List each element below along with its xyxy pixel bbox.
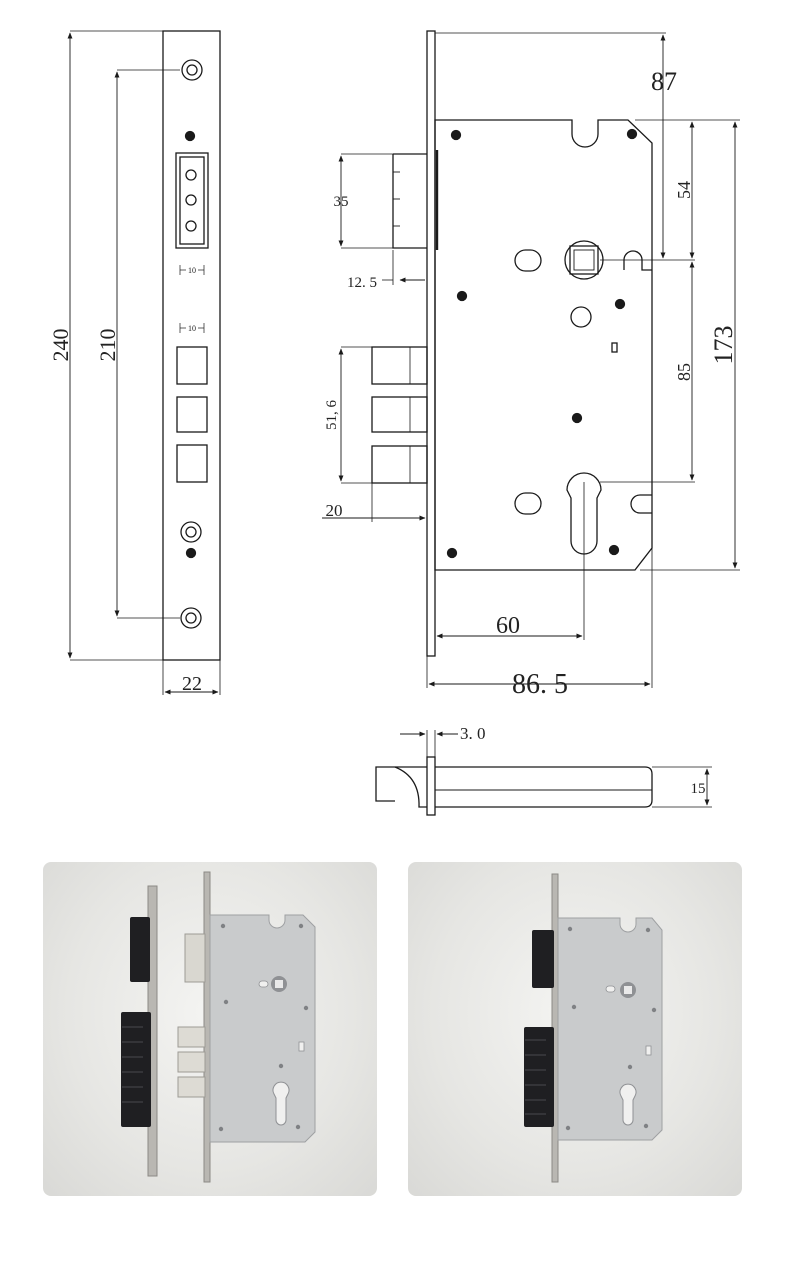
technical-drawing: 240 210 22 10 10 35 12. 5 51, 6 20 87 54…	[48, 30, 740, 816]
dim-label-10-top: 10	[188, 266, 196, 275]
latch-hole-2	[185, 194, 197, 206]
latch-top	[375, 766, 427, 802]
dim-label-22: 22	[182, 673, 202, 695]
cylinder-cutout	[566, 472, 602, 555]
product-photo-exploded	[43, 862, 377, 1196]
deadbolt-cutout-2	[176, 396, 208, 433]
case-screw-icon	[614, 298, 626, 310]
small-screw-top-icon	[184, 130, 196, 142]
spindle-square	[569, 245, 599, 275]
lock-photo-assembled	[524, 873, 663, 1183]
case-screw-icon	[456, 290, 468, 302]
spindle-hub	[564, 240, 604, 280]
dim-label-3-0: 3. 0	[460, 724, 486, 743]
latch-cutout-inner	[179, 156, 205, 245]
dim-label-10-bottom: 10	[188, 324, 196, 333]
faceplate-side	[426, 30, 436, 657]
faceplate-outline	[162, 30, 221, 661]
case-top	[435, 766, 653, 808]
dim-label-85: 85	[674, 363, 694, 381]
faceplate-view	[67, 30, 221, 695]
slot-upper-right	[623, 250, 652, 271]
deadbolt-cutout-3	[176, 444, 208, 483]
dim-label-51-6: 51, 6	[324, 400, 340, 431]
small-screw-bottom-icon	[185, 547, 197, 559]
case-screw-icon	[571, 412, 583, 424]
dim-label-15: 15	[691, 781, 706, 797]
screw-hole-bottom-inner	[185, 612, 197, 624]
faceplate-top	[426, 756, 436, 816]
case-screw-icon	[626, 128, 638, 140]
screw-hole-mid-inner	[185, 526, 197, 538]
lock-top-view	[375, 730, 712, 816]
dim-label-173: 173	[709, 326, 738, 365]
screw-hole-bottom	[180, 607, 202, 629]
dim-label-35: 35	[334, 194, 349, 210]
dim-label-240: 240	[48, 329, 73, 362]
case-outline	[434, 119, 653, 571]
deadbolt-1	[371, 346, 428, 385]
latch-cutout	[175, 152, 209, 249]
deadbolt-cutout-1	[176, 346, 208, 385]
dim-label-54: 54	[674, 181, 694, 199]
slot-upper-left	[514, 249, 542, 272]
dim-label-210: 210	[95, 329, 120, 362]
screw-hole-top	[181, 59, 203, 81]
deadbolt-3	[371, 445, 428, 484]
dim-label-87: 87	[651, 67, 677, 96]
latch-bolt	[392, 153, 427, 249]
screw-hole-mid	[180, 521, 202, 543]
hole-center	[570, 306, 592, 328]
slot-lower-right	[630, 494, 652, 514]
case-screw-icon	[446, 547, 458, 559]
case-screw-icon	[450, 129, 462, 141]
slot-lower-left	[514, 492, 542, 515]
deadbolt-2	[371, 396, 428, 433]
latch-hole-3	[185, 220, 197, 232]
dim-label-60: 60	[496, 613, 520, 639]
small-slot	[611, 342, 618, 353]
dim-label-20: 20	[326, 501, 343, 520]
dim-label-86-5: 86. 5	[512, 669, 568, 700]
lock-body-view	[322, 30, 740, 688]
dim-label-12-5: 12. 5	[347, 275, 377, 291]
lock-photo-exploded	[121, 871, 316, 1183]
case-screw-icon	[608, 544, 620, 556]
latch-hole-1	[185, 169, 197, 181]
screw-hole-top-inner	[186, 64, 198, 76]
product-photo-assembled	[408, 862, 742, 1196]
